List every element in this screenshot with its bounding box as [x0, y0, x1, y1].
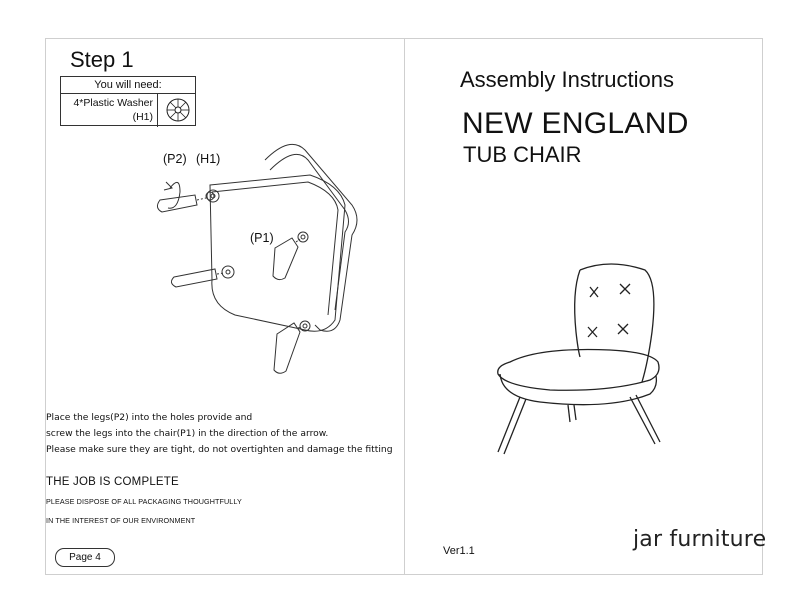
- washer-icon: [166, 98, 190, 122]
- environment-note: IN THE INTEREST OF OUR ENVIRONMENT: [46, 516, 196, 525]
- job-complete-heading: THE JOB IS COMPLETE: [46, 476, 179, 488]
- part-cell: 4*Plastic Washer (H1): [61, 94, 158, 127]
- part-row: 4*Plastic Washer (H1): [61, 94, 195, 127]
- you-will-need-table: You will need: 4*Plastic Washer (H1): [60, 76, 196, 127]
- product-type: TUB CHAIR: [463, 142, 582, 167]
- chair-illustration: [497, 263, 661, 455]
- label-h1: (H1): [196, 152, 221, 166]
- dispose-note: PLEASE DISPOSE OF ALL PACKAGING THOUGHTF…: [46, 497, 242, 506]
- you-will-need-header: You will need:: [61, 77, 195, 94]
- instruction-line-2: screw the legs into the chair(P1) in the…: [46, 428, 329, 439]
- page-divider: [404, 38, 405, 575]
- instruction-line-3: Please make sure they are tight, do not …: [46, 444, 393, 455]
- product-name: NEW ENGLAND: [462, 107, 689, 140]
- instruction-line-1: Place the legs(P2) into the holes provid…: [46, 412, 253, 423]
- label-p1: (P1): [250, 231, 274, 245]
- version-label: Ver1.1: [443, 545, 475, 557]
- label-p2: (P2): [163, 152, 187, 166]
- brand-logo-text: jar furniture: [633, 527, 767, 552]
- page-number-badge: Page 4: [55, 548, 115, 567]
- part-code: (H1): [132, 111, 153, 123]
- assembly-heading: Assembly Instructions: [460, 67, 674, 92]
- step-title: Step 1: [70, 47, 134, 72]
- part-name: 4*Plastic Washer: [73, 97, 153, 109]
- assembly-diagram: [156, 143, 358, 374]
